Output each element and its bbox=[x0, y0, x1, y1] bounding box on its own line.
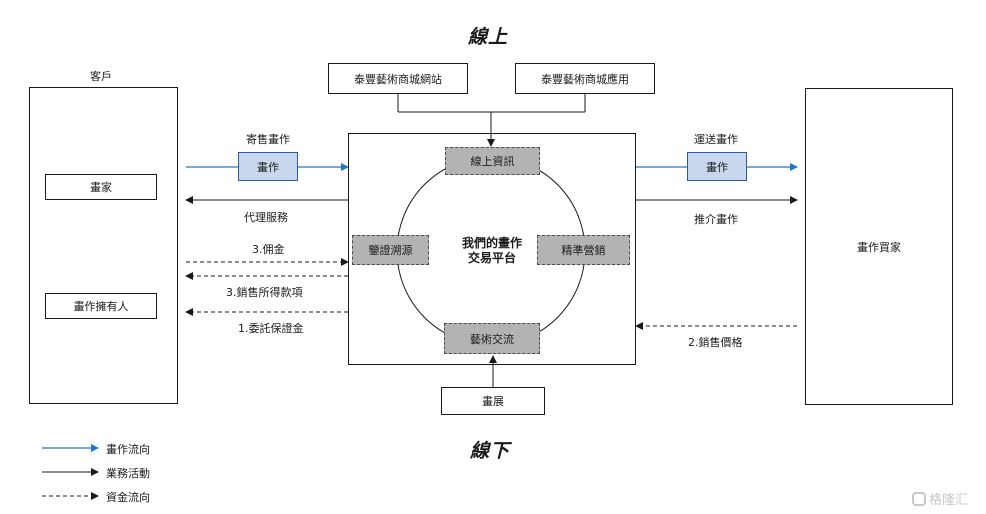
consign-painting-box: 畫作 bbox=[238, 152, 298, 181]
sale-price-label: 2.銷售價格 bbox=[688, 336, 743, 349]
sales-proceeds-label: 3.銷售所得款項 bbox=[226, 286, 303, 299]
precision-marketing-box: 精準營銷 bbox=[537, 235, 630, 265]
customer-panel bbox=[29, 87, 178, 404]
art-exchange-box: 藝術交流 bbox=[444, 323, 540, 354]
watermark-text: 格隆汇 bbox=[929, 493, 969, 508]
painting-owner-box: 畫作擁有人 bbox=[45, 293, 157, 319]
deliver-painting-box: 畫作 bbox=[687, 152, 747, 181]
platform-center-line2: 交易平台 bbox=[467, 251, 516, 265]
authentication-box: 鑒證溯源 bbox=[352, 235, 429, 265]
watermark-g-icon bbox=[912, 492, 926, 506]
exhibition-box: 畫展 bbox=[441, 387, 545, 415]
platform-center-line1: 我們的畫作 bbox=[461, 236, 522, 250]
legend-capital-flow-label: 資金流向 bbox=[106, 491, 150, 504]
deliver-painting-label: 運送畫作 bbox=[694, 133, 738, 146]
customer-caption: 客戶 bbox=[90, 70, 112, 83]
watermark-logo: 格隆汇 bbox=[912, 489, 968, 508]
offline-title: 線下 bbox=[470, 440, 511, 462]
mall-app-box: 泰豐藝術商城應用 bbox=[515, 63, 655, 94]
consign-painting-label: 寄售畫作 bbox=[246, 133, 290, 146]
commission-label: 3.佣金 bbox=[252, 243, 285, 256]
legend-business-label: 業務活動 bbox=[106, 467, 150, 480]
platform-center-label: 我們的畫作 交易平台 bbox=[452, 236, 532, 266]
mall-website-box: 泰豐藝術商城網站 bbox=[328, 63, 468, 94]
legend-painting-flow-label: 畫作流向 bbox=[106, 443, 150, 456]
online-title: 線上 bbox=[468, 26, 509, 48]
painter-box: 畫家 bbox=[45, 174, 157, 200]
trading-platform-frame bbox=[348, 133, 636, 365]
agency-service-label: 代理服務 bbox=[244, 211, 288, 224]
painting-buyer-panel: 畫作買家 bbox=[805, 88, 953, 405]
recommend-painting-label: 推介畫作 bbox=[694, 213, 738, 226]
deposit-label: 1.委託保證金 bbox=[238, 322, 304, 335]
online-info-box: 線上資訊 bbox=[445, 147, 540, 175]
